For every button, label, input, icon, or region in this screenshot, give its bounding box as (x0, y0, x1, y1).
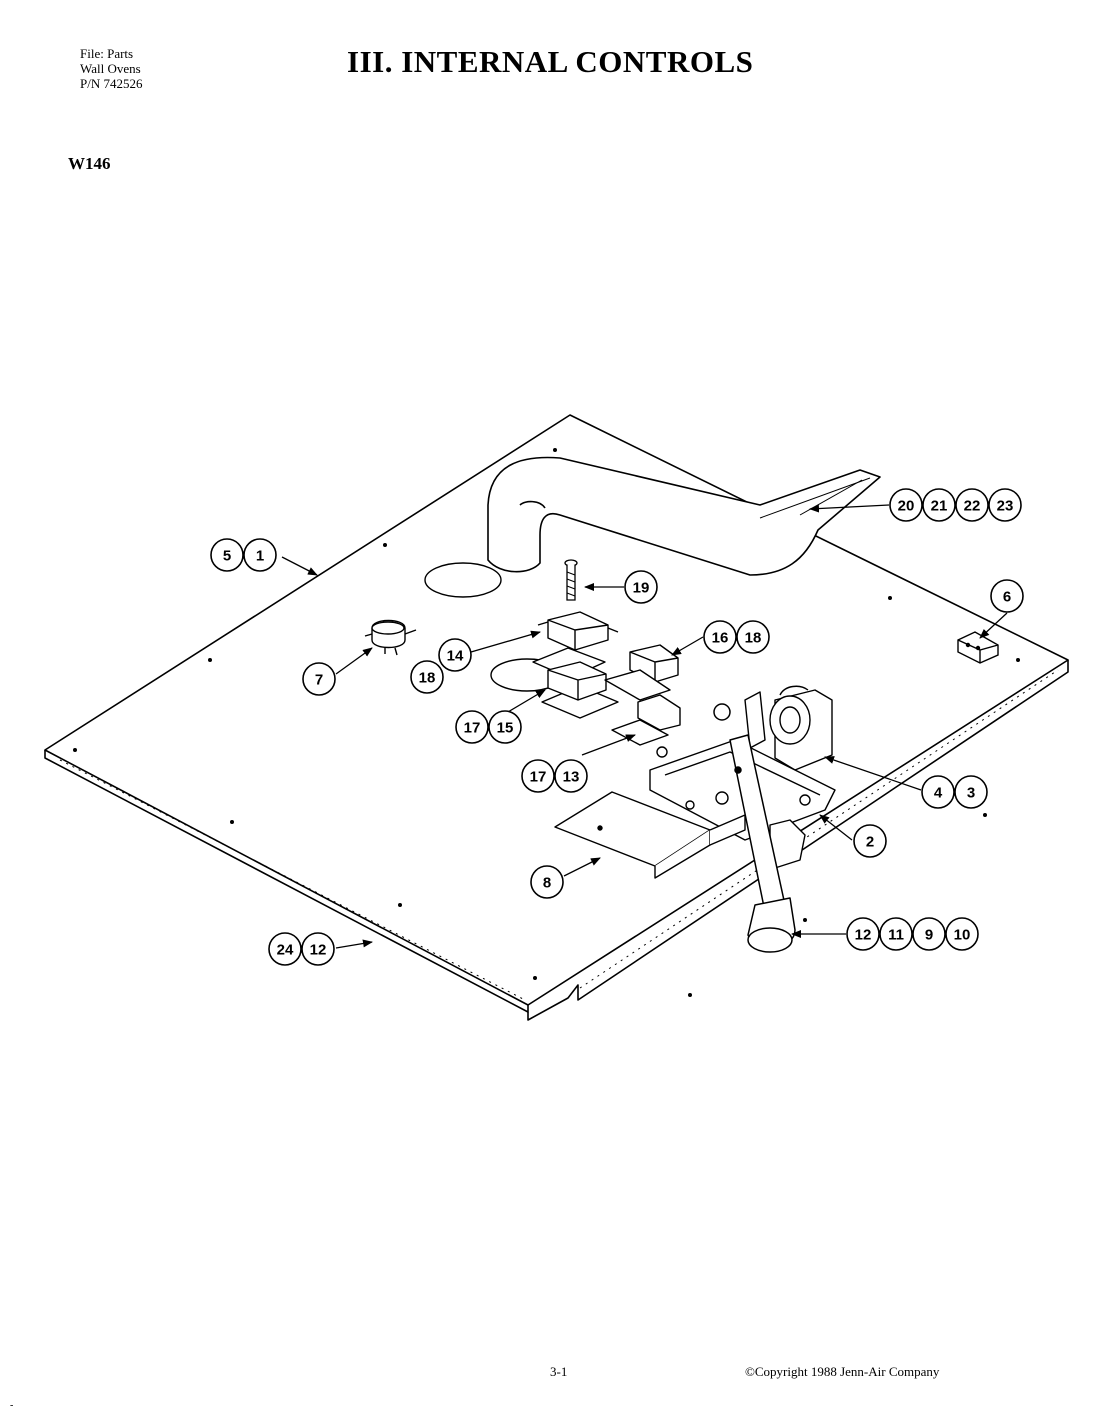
callout-number: 6 (1003, 589, 1011, 606)
callout-circle (889, 488, 923, 522)
file-info-line-1: File: Parts (80, 46, 134, 61)
callout-circle (301, 932, 335, 966)
model-code: W146 (68, 154, 111, 173)
callout-circle (410, 660, 444, 694)
callout-12-11-9-10: 12 11 9 10 (846, 917, 979, 951)
callout-circle (455, 710, 489, 744)
copyright-notice: ©Copyright 1988 Jenn-Air Company (745, 1364, 940, 1379)
callout-number: 18 (745, 630, 762, 647)
callout-number: 18 (419, 670, 436, 687)
callout-8: 8 (530, 865, 564, 899)
callout-circle (922, 488, 956, 522)
callout-number: 8 (543, 875, 551, 892)
callout-circle (988, 488, 1022, 522)
file-info-line-2: Wall Ovens (80, 61, 141, 76)
callout-number: 17 (464, 720, 481, 737)
panel-screw-holes (73, 448, 1020, 997)
callout-circle (921, 775, 955, 809)
callout-number: 11 (888, 927, 904, 944)
leader-lines (281, 504, 1008, 949)
callout-number: 19 (633, 580, 650, 597)
callout-number: 20 (898, 498, 915, 515)
callout-number: 24 (277, 942, 294, 959)
callout-circle (954, 775, 988, 809)
callout-circle (955, 488, 989, 522)
callout-circle (488, 710, 522, 744)
callout-circle (945, 917, 979, 951)
file-info: File: Parts Wall Ovens P/N 742526 (80, 46, 142, 91)
callout-20-21-22-23: 20 21 22 23 (889, 488, 1022, 522)
callout-number: 23 (997, 498, 1014, 515)
callout-number: 9 (925, 927, 933, 944)
callout-number: 1 (256, 548, 264, 565)
callout-number: 21 (931, 498, 948, 515)
callout-number: 4 (934, 785, 943, 802)
callout-circle (243, 538, 277, 572)
callout-6: 6 (990, 579, 1024, 613)
screw-part (564, 559, 578, 601)
callout-circle (736, 620, 770, 654)
callout-19: 19 (624, 570, 658, 604)
oven-top-panel (44, 414, 1069, 1021)
thermostat-part (364, 619, 417, 656)
callout-circle (210, 538, 244, 572)
callout-circle (624, 570, 658, 604)
callout-24-12: 24 12 (268, 932, 335, 966)
corner-mark: - (10, 1400, 14, 1411)
callout-number: 16 (712, 630, 729, 647)
callout-number: 22 (964, 498, 981, 515)
callout-number: 12 (855, 927, 872, 944)
callout-18: 18 (410, 660, 444, 694)
callout-number: 2 (866, 834, 874, 851)
callout-circle (302, 662, 336, 696)
page-title: III. INTERNAL CONTROLS (347, 44, 754, 79)
callout-circle (268, 932, 302, 966)
file-info-line-3: P/N 742526 (80, 76, 143, 91)
switch-assembly (532, 611, 681, 746)
callout-number: 3 (967, 785, 975, 802)
callout-number: 12 (310, 942, 327, 959)
callout-circle (438, 638, 472, 672)
callout-circle (554, 759, 588, 793)
callout-number: 10 (954, 927, 971, 944)
callout-circle (846, 917, 880, 951)
bracket-plate-part (554, 791, 746, 879)
callout-number: 15 (497, 720, 514, 737)
callout-number: 13 (563, 769, 580, 786)
callout-number: 14 (447, 648, 464, 665)
callout-circle (879, 917, 913, 951)
callout-number: 7 (315, 672, 323, 689)
terminal-block-part (957, 631, 999, 664)
callout-7: 7 (302, 662, 336, 696)
callout-circle (521, 759, 555, 793)
callout-number: 5 (223, 548, 231, 565)
callout-2: 2 (853, 824, 887, 858)
callout-circle (703, 620, 737, 654)
callout-circle (990, 579, 1024, 613)
callout-number: 17 (530, 769, 547, 786)
callout-circle (912, 917, 946, 951)
page-number: 3-1 (550, 1364, 568, 1379)
callout-circle (530, 865, 564, 899)
callout-circle (853, 824, 887, 858)
callout-14: 14 (438, 638, 472, 672)
